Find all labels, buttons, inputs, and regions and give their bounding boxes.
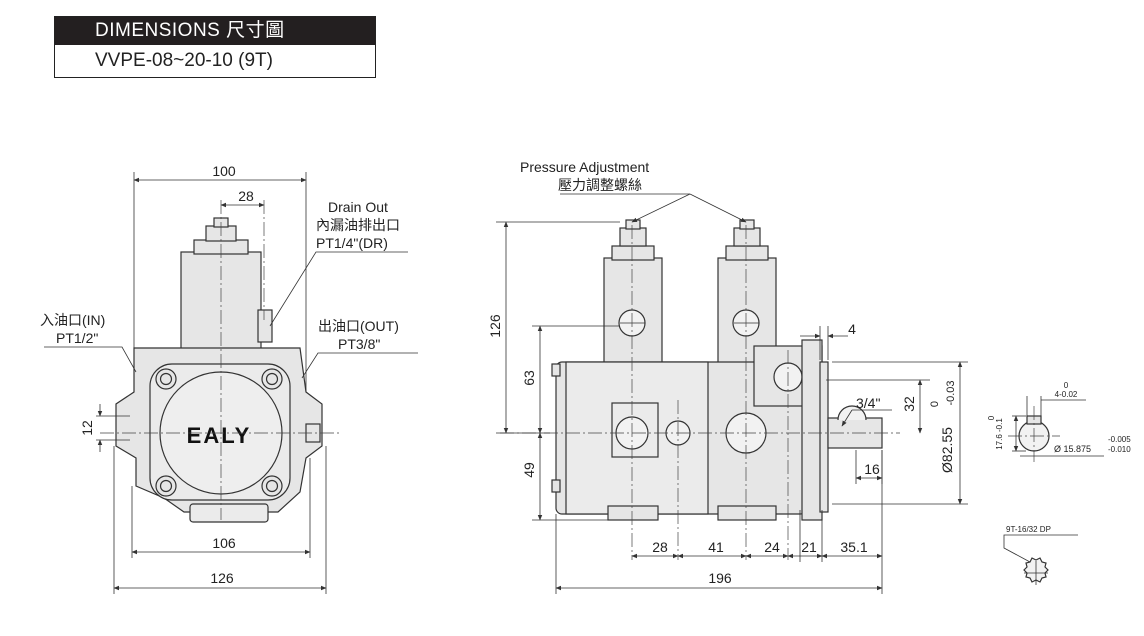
dim-tol-lower: -0.03 <box>945 380 957 405</box>
drain-label-spec: PT1/4"(DR) <box>316 235 388 251</box>
foot-right <box>717 505 777 521</box>
front-view: EALY 100 28 12 106 126 Drain Out 內漏油排出口 <box>40 163 418 594</box>
dim-12: 12 <box>79 420 95 436</box>
title-bar: DIMENSIONS 尺寸圖 <box>55 17 375 45</box>
dim-28-bottom: 28 <box>652 539 668 555</box>
dim-32: 32 <box>901 396 917 412</box>
dim-4: 4 <box>848 321 856 337</box>
adjust-nut-right <box>733 227 761 247</box>
dim-63: 63 <box>521 370 537 386</box>
dim-126-vertical: 126 <box>487 314 503 338</box>
bolt-icon <box>155 368 283 497</box>
height-dim: 17.6 -0.1 <box>995 418 1004 450</box>
drain-label-zh: 內漏油排出口 <box>316 217 400 233</box>
side-view: Pressure Adjustment 壓力調整螺絲 126 63 49 4 3… <box>487 159 968 594</box>
dim-28-top: 28 <box>238 188 254 204</box>
inlet-label-spec: PT1/2" <box>56 330 98 346</box>
valve-cap-left <box>611 245 655 261</box>
dim-49: 49 <box>521 462 537 478</box>
dim-tol-upper: 0 <box>929 401 941 407</box>
dim-24: 24 <box>764 539 780 555</box>
spline-label: 9T-16/32 DP <box>1006 525 1051 534</box>
dim-100: 100 <box>212 163 236 179</box>
title-block: DIMENSIONS 尺寸圖 VVPE-08~20-10 (9T) <box>54 16 376 78</box>
flange-lip <box>819 361 829 513</box>
model-number: VVPE-08~20-10 (9T) <box>95 50 273 71</box>
foot-left <box>607 505 659 521</box>
shaft-detail: 0 4-0.02 17.6 -0.1 0 Ø 15.875 -0.005 -0.… <box>987 381 1131 585</box>
inlet-label-zh: 入油口(IN) <box>40 312 105 328</box>
dim-106: 106 <box>212 535 236 551</box>
outlet-label-spec: PT3/8" <box>338 336 380 352</box>
shaft-dia: Ø 15.875 <box>1054 444 1091 454</box>
dim-41: 41 <box>708 539 724 555</box>
outlet-label-zh: 出油口(OUT) <box>318 318 399 334</box>
adjust-screw-right <box>739 219 755 230</box>
valve-cap-right <box>725 245 769 261</box>
height-tol: 0 <box>987 415 996 420</box>
dia-tol-upper: -0.005 <box>1108 435 1131 444</box>
dim-196: 196 <box>708 570 732 586</box>
dia-tol-lower: -0.010 <box>1108 445 1131 454</box>
dim-diameter: Ø82.55 <box>939 427 955 473</box>
drain-label-en: Drain Out <box>328 199 388 215</box>
key-dim: 4-0.02 <box>1055 390 1078 399</box>
dim-16: 16 <box>864 461 880 477</box>
key-tol-upper: 0 <box>1064 381 1069 390</box>
base-foot <box>189 503 269 523</box>
brand-logo: EALY <box>187 423 252 448</box>
dim-35-1: 35.1 <box>840 539 867 555</box>
dim-3-4: 3/4" <box>856 395 880 411</box>
mount-flange <box>801 339 823 521</box>
drain-port <box>257 309 273 343</box>
dim-126: 126 <box>210 570 234 586</box>
pressure-label-en: Pressure Adjustment <box>520 159 649 175</box>
dim-21: 21 <box>801 539 817 555</box>
adjust-nut-left <box>619 227 647 247</box>
pressure-label-zh: 壓力調整螺絲 <box>558 177 642 193</box>
